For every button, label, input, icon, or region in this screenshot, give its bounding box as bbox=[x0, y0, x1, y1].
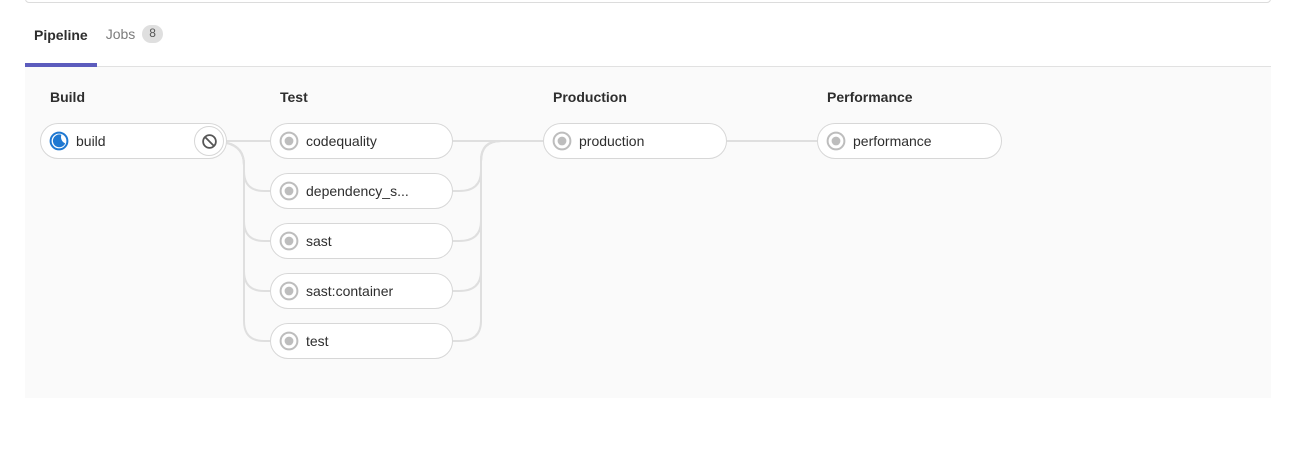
tab-label: Pipeline bbox=[34, 27, 88, 43]
job-label: dependency_s... bbox=[306, 183, 409, 199]
stage-label-production: Production bbox=[553, 89, 627, 105]
cancel-job-button[interactable] bbox=[194, 126, 224, 156]
job-pill-sast-container[interactable]: sast:container bbox=[270, 273, 453, 309]
job-label: sast:container bbox=[306, 283, 394, 299]
status-created-icon bbox=[826, 131, 846, 151]
status-created-icon bbox=[279, 281, 299, 301]
job-label: production bbox=[579, 133, 645, 149]
job-label: sast bbox=[306, 233, 332, 249]
job-label: test bbox=[306, 333, 329, 349]
status-created-icon bbox=[279, 231, 299, 251]
stage-label-build: Build bbox=[50, 89, 85, 105]
status-created-icon bbox=[279, 331, 299, 351]
job-pill-build[interactable]: build bbox=[40, 123, 227, 159]
status-created-icon bbox=[279, 131, 299, 151]
stage-label-performance: Performance bbox=[827, 89, 913, 105]
job-label: performance bbox=[853, 133, 932, 149]
ban-icon bbox=[201, 133, 218, 150]
pipeline-graph: Build build Test codequality dependency_… bbox=[25, 67, 1271, 398]
status-running-icon bbox=[49, 131, 69, 151]
job-label: codequality bbox=[306, 133, 377, 149]
tab-jobs[interactable]: Jobs 8 bbox=[97, 25, 172, 67]
job-pill-production[interactable]: production bbox=[543, 123, 727, 159]
job-pill-dependency-s-[interactable]: dependency_s... bbox=[270, 173, 453, 209]
stage-label-test: Test bbox=[280, 89, 308, 105]
job-label: build bbox=[76, 133, 106, 149]
job-pill-test[interactable]: test bbox=[270, 323, 453, 359]
pipeline-tabs: Pipeline Jobs 8 bbox=[25, 3, 1271, 67]
tab-count-badge: 8 bbox=[142, 25, 163, 43]
job-pill-sast[interactable]: sast bbox=[270, 223, 453, 259]
tab-pipeline[interactable]: Pipeline bbox=[25, 27, 97, 67]
job-pill-performance[interactable]: performance bbox=[817, 123, 1002, 159]
tab-label: Jobs bbox=[105, 26, 136, 42]
status-created-icon bbox=[279, 181, 299, 201]
status-created-icon bbox=[552, 131, 572, 151]
job-pill-codequality[interactable]: codequality bbox=[270, 123, 453, 159]
pipeline-connector-lines bbox=[226, 140, 817, 342]
